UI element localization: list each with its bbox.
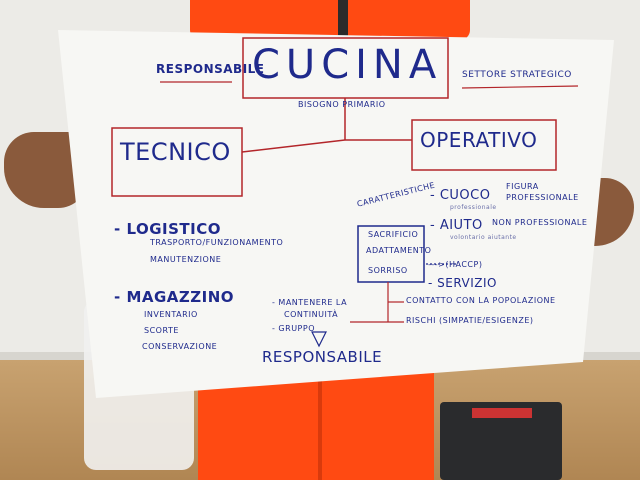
gruppo-label: - GRUPPO (272, 324, 315, 333)
magazzino-heading: - MAGAZZINO (114, 288, 235, 306)
mantenere-line2: CONTINUITÀ (284, 310, 339, 319)
logistico-heading: - LOGISTICO (114, 220, 221, 238)
right-header: SETTORE STRATEGICO (462, 70, 572, 80)
mantenere-line1: - MANTENERE LA (272, 298, 348, 307)
aiuto-label: - AIUTO (430, 218, 483, 233)
trait-item: SACRIFICIO (368, 230, 419, 239)
figura-line1: FIGURA (506, 182, 539, 191)
trait-item: SORRISO (368, 266, 408, 275)
haccp-label: --->(HACCP) (428, 260, 483, 269)
servizio-label: - SERVIZIO (428, 276, 497, 290)
non-professionale: NON PROFESSIONALE (492, 218, 588, 227)
cuoco-note: professionale (450, 204, 497, 211)
tecnico-box (111, 127, 243, 197)
operativo-box (411, 119, 557, 171)
magazzino-item: INVENTARIO (144, 310, 198, 319)
operativo-label: OPERATIVO (420, 128, 538, 152)
contatto-label: CONTATTO CON LA POPOLAZIONE (406, 296, 556, 305)
tecnico-label: TECNICO (120, 138, 231, 166)
rischi-label: RISCHI (SIMPATIE/ESIGENZE) (406, 316, 534, 325)
logistico-item: MANUTENZIONE (150, 255, 222, 264)
uniform-legs (198, 370, 434, 480)
cuoco-label: - CUOCO (430, 188, 491, 203)
responsabile-bottom: RESPONSABILE (262, 348, 383, 366)
logistico-item: TRASPORTO/FUNZIONAMENTO (150, 238, 284, 247)
aiuto-note: volontario aiutante (450, 234, 517, 241)
magazzino-item: CONSERVAZIONE (142, 342, 218, 351)
figura-line2: PROFESSIONALE (506, 193, 579, 202)
toolbox-handle (472, 408, 532, 418)
poster-title: CUCINA (252, 42, 443, 88)
traits-box (357, 225, 425, 283)
magazzino-item: SCORTE (144, 326, 179, 335)
leg-divide (318, 380, 322, 480)
trait-item: ADATTAMENTO (366, 246, 432, 255)
zipper (338, 0, 348, 36)
under-title: BISOGNO PRIMARIO (298, 100, 386, 109)
left-header: RESPONSABILE (156, 62, 265, 76)
